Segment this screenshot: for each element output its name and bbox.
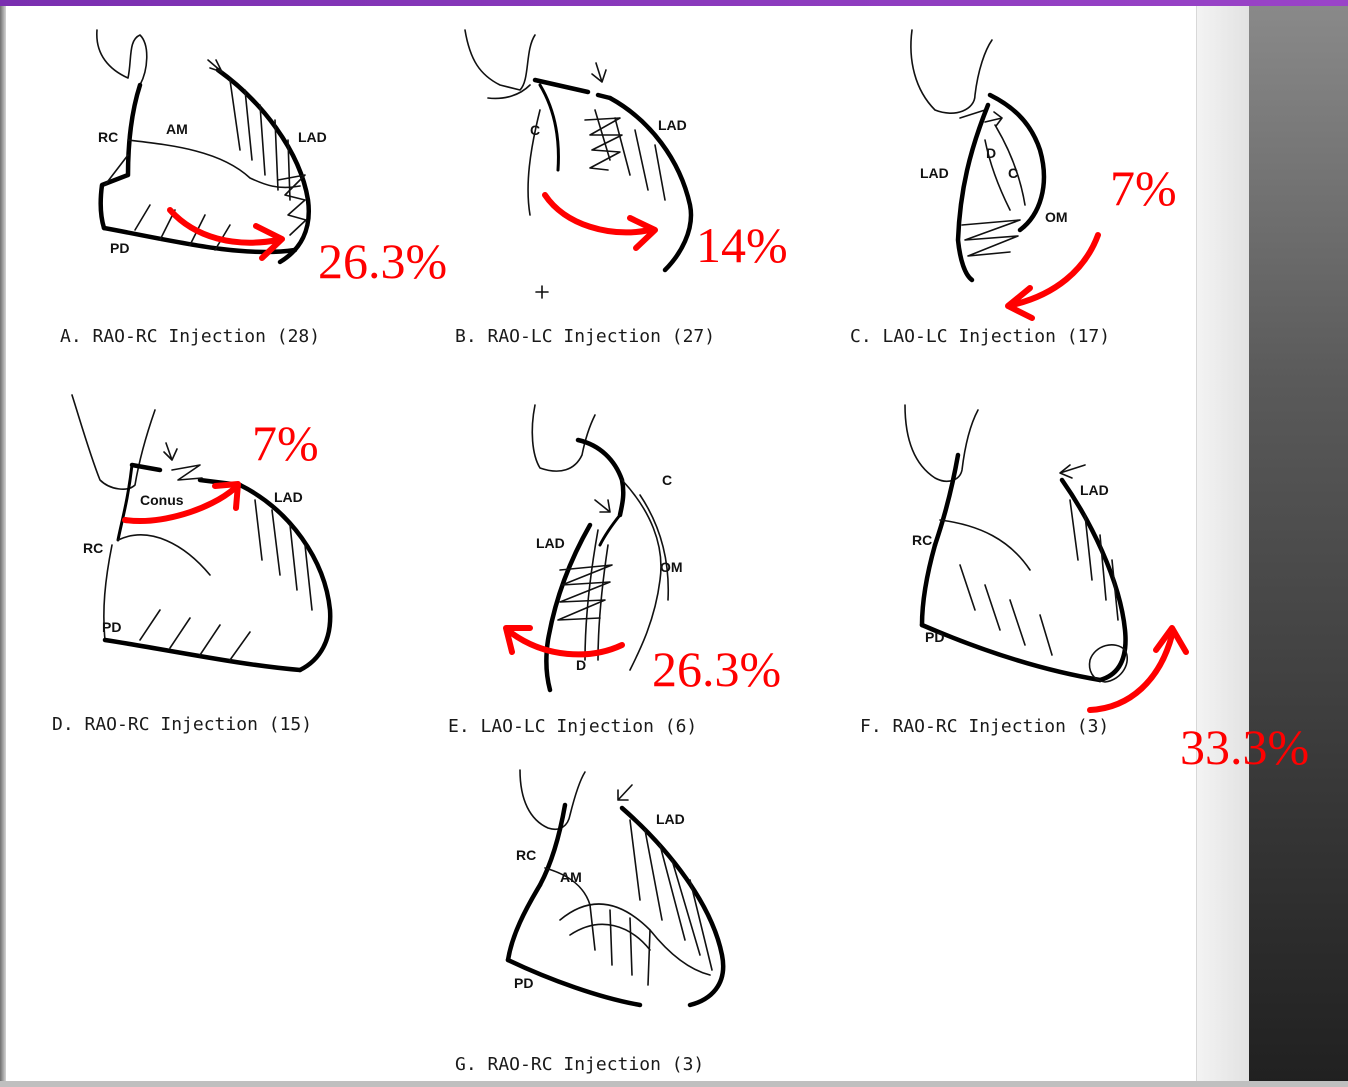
panel-c-label-d: D bbox=[986, 145, 996, 161]
panel-d-label-lad: LAD bbox=[274, 489, 303, 505]
panel-e: C LAD OM D 26.3% E. LAO-LC Injection (6) bbox=[448, 405, 781, 737]
panel-c-label-c: C bbox=[1008, 165, 1018, 181]
panel-g-drawing bbox=[508, 770, 723, 1005]
panel-e-label-lad: LAD bbox=[536, 535, 565, 551]
panel-a-label-am: AM bbox=[166, 121, 188, 137]
panel-b-caption: B. RAO-LC Injection (27) bbox=[455, 326, 715, 347]
panel-a-label-lad: LAD bbox=[298, 129, 327, 145]
panel-a-label-rc: RC bbox=[98, 129, 118, 145]
panel-f-label-lad: LAD bbox=[1080, 482, 1109, 498]
panel-b: C LAD 14% B. RAO-LC Injection (27) bbox=[455, 30, 788, 347]
panel-d-label-conus: Conus bbox=[140, 492, 184, 508]
panel-b-label-c: C bbox=[530, 122, 540, 138]
panel-b-red-arrow bbox=[545, 195, 650, 232]
panel-c-percent: 7% bbox=[1110, 160, 1177, 216]
panel-e-caption: E. LAO-LC Injection (6) bbox=[448, 716, 697, 737]
panel-g-label-am: AM bbox=[560, 869, 582, 885]
panel-d: Conus LAD RC PD 7% D. RAO-RC Injection (… bbox=[52, 395, 330, 735]
panel-a-drawing bbox=[97, 30, 309, 262]
panel-e-label-c: C bbox=[662, 472, 672, 488]
panel-g: LAD RC AM PD G. RAO-RC Injection (3) bbox=[455, 770, 723, 1075]
panel-a-label-pd: PD bbox=[110, 240, 129, 256]
panel-c-label-lad: LAD bbox=[920, 165, 949, 181]
panel-e-red-arrow bbox=[510, 632, 622, 654]
panel-e-label-om: OM bbox=[660, 559, 683, 575]
panel-d-percent: 7% bbox=[252, 415, 319, 471]
panel-c-caption: C. LAO-LC Injection (17) bbox=[850, 326, 1110, 347]
panel-f-label-rc: RC bbox=[912, 532, 932, 548]
panel-g-label-lad: LAD bbox=[656, 811, 685, 827]
panel-f-percent: 33.3% bbox=[1180, 719, 1309, 775]
panel-a: RC AM LAD PD 26.3% A. RAO-RC Injection (… bbox=[60, 30, 447, 347]
panel-f-label-pd: PD bbox=[925, 629, 944, 645]
panel-f-caption: F. RAO-RC Injection (3) bbox=[860, 716, 1109, 737]
panel-d-label-rc: RC bbox=[83, 540, 103, 556]
panel-c-drawing bbox=[911, 30, 1044, 280]
panel-g-label-pd: PD bbox=[514, 975, 533, 991]
panel-f: LAD RC PD 33.3% F. RAO-RC Injection (3) bbox=[860, 405, 1309, 775]
panel-a-percent: 26.3% bbox=[318, 233, 447, 289]
panel-d-caption: D. RAO-RC Injection (15) bbox=[52, 714, 312, 735]
panel-a-caption: A. RAO-RC Injection (28) bbox=[60, 326, 320, 347]
panel-e-percent: 26.3% bbox=[652, 641, 781, 697]
panel-c: LAD D C OM 7% C. LAO-LC Injection (17) bbox=[850, 30, 1177, 347]
panel-g-caption: G. RAO-RC Injection (3) bbox=[455, 1054, 704, 1075]
panel-c-label-om: OM bbox=[1045, 209, 1068, 225]
crosshair-mark bbox=[536, 286, 548, 298]
panel-b-percent: 14% bbox=[696, 217, 788, 273]
panel-b-label-lad: LAD bbox=[658, 117, 687, 133]
panel-d-label-pd: PD bbox=[102, 619, 121, 635]
panel-g-label-rc: RC bbox=[516, 847, 536, 863]
panel-e-label-d: D bbox=[576, 657, 586, 673]
panel-b-drawing bbox=[465, 30, 691, 270]
